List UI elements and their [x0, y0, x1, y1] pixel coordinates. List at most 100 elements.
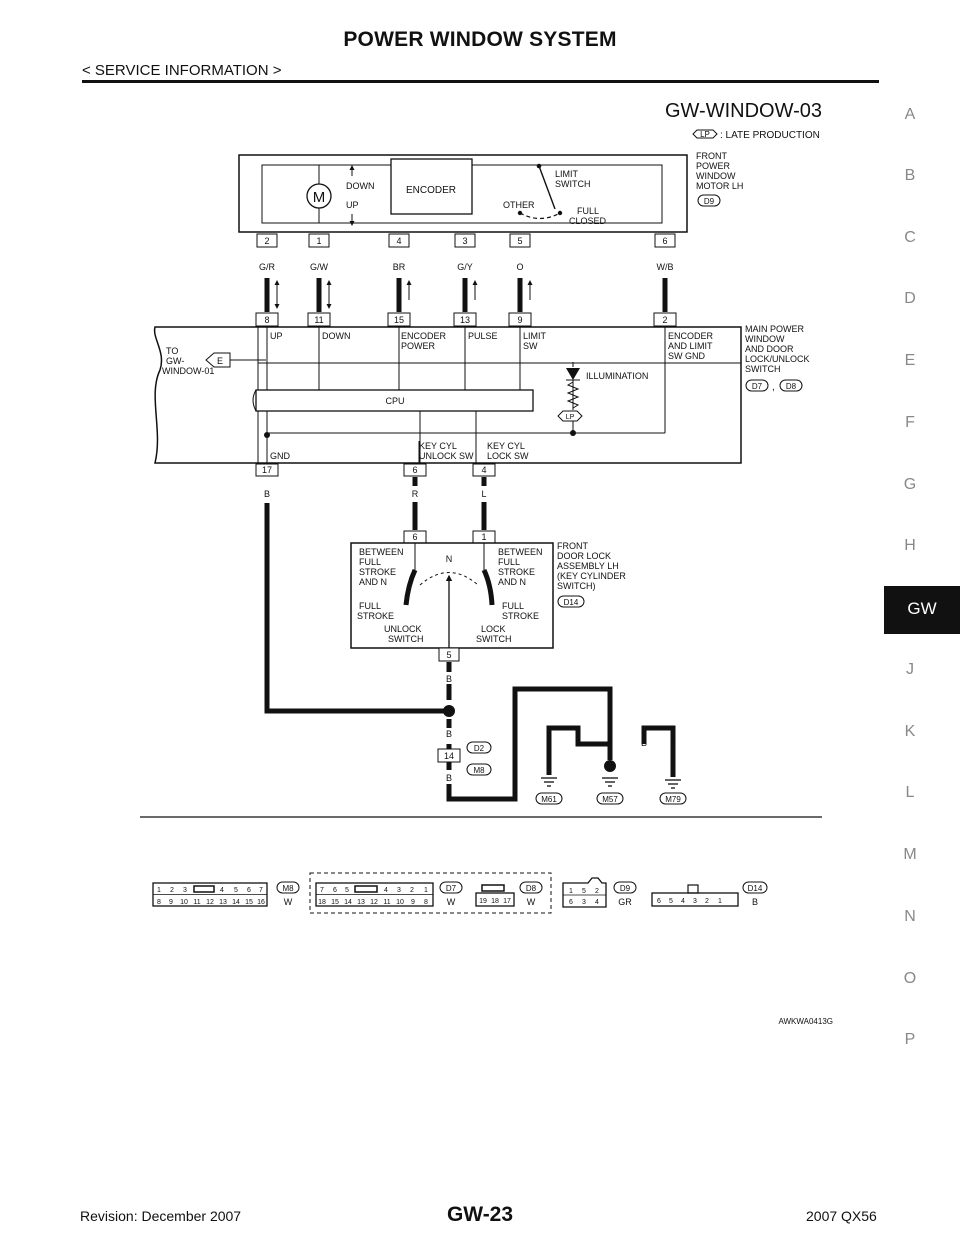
motor-title-3: WINDOW	[696, 171, 736, 181]
wire-color-r: R	[412, 489, 419, 499]
motor-symbol-label: M	[313, 189, 326, 206]
between-left-3: STROKE	[359, 567, 396, 577]
lp-legend-badge	[692, 129, 718, 139]
ground-wire-b-2: B	[446, 729, 452, 739]
connector-pin-d14: 4	[681, 898, 685, 905]
switch-title-1: MAIN POWER	[745, 324, 805, 334]
tab-n[interactable]: N	[904, 908, 916, 925]
connector-pin-d7: 18	[318, 899, 326, 906]
switch-pin: 15	[394, 315, 404, 325]
connector-pin-m8: 11	[193, 899, 200, 906]
tab-o[interactable]: O	[903, 970, 917, 987]
motor-pins: 2 1 4 3 5 6	[256, 233, 676, 248]
key-cyl-lock-1: KEY CYL	[487, 441, 525, 451]
ground-connector-badge-m8	[466, 763, 492, 776]
connector-pin-d7: 12	[370, 899, 378, 906]
connector-color-m8: W	[284, 897, 293, 907]
motor-up-label: UP	[346, 200, 359, 210]
tab-h[interactable]: H	[904, 537, 916, 554]
connector-pin-d9: 3	[582, 899, 586, 906]
term-down-label: DOWN	[322, 331, 351, 341]
lp-badge	[557, 410, 583, 422]
switch-pin: 8	[264, 315, 269, 325]
tab-e[interactable]: E	[904, 352, 916, 369]
ground-wire-b-4: B	[546, 738, 552, 748]
ground-wire-b-1: B	[446, 674, 452, 684]
lp-legend-code: LP	[700, 130, 710, 139]
resistor-icon	[566, 381, 580, 409]
tab-c[interactable]: C	[904, 229, 916, 246]
wire-color: O	[516, 262, 523, 272]
tab-m[interactable]: M	[903, 846, 917, 863]
connector-face-d8: D8 W	[475, 881, 543, 907]
connection-arrow-e	[205, 352, 231, 368]
page-title: POWER WINDOW SYSTEM	[343, 28, 617, 51]
full-stroke-left-1: FULL	[359, 601, 381, 611]
door-lock-title-2: DOOR LOCK	[557, 551, 611, 561]
key-cyl-lock-2: LOCK SW	[487, 451, 529, 461]
cpu-box	[255, 389, 534, 412]
connector-color-d7: W	[447, 897, 456, 907]
connector-pin-d9: 1	[569, 888, 573, 895]
tab-l[interactable]: L	[905, 784, 915, 801]
tab-p[interactable]: P	[904, 1031, 916, 1048]
tab-k[interactable]: K	[904, 723, 916, 740]
connector-pin-m8: 2	[170, 887, 174, 894]
limit-switch-label-1: LIMIT	[555, 169, 579, 179]
door-lock-connector-id: D14	[564, 598, 579, 607]
footer-revision: Revision: December 2007	[80, 1208, 242, 1224]
connector-pin-d7: 8	[424, 899, 428, 906]
main-power-window-switch: CPU LP ILLUMINATION UP DOWN ENCODER POWE…	[153, 324, 810, 464]
tab-d[interactable]: D	[904, 290, 916, 307]
tab-g[interactable]: G	[903, 476, 917, 493]
between-left-1: BETWEEN	[359, 547, 404, 557]
motor-pin: 3	[462, 236, 467, 246]
header-rule	[82, 80, 879, 83]
unlock-switch-1: UNLOCK	[384, 624, 422, 634]
ground-circuit: B B 14 D2 M8 B B B B B B M61 M5	[437, 674, 687, 805]
motor-title-1: FRONT	[696, 151, 727, 161]
motor-title-4: MOTOR LH	[696, 181, 743, 191]
tab-j[interactable]: J	[906, 661, 914, 678]
switch-bottom-pin: 4	[481, 465, 486, 475]
ground-m79: M79	[665, 795, 681, 804]
connector-pin-m8: 4	[220, 887, 224, 894]
connector-pin-m8: 10	[180, 899, 188, 906]
wire-color: W/B	[657, 262, 674, 272]
door-lock-pin: 1	[481, 532, 486, 542]
wire-color: G/W	[310, 262, 329, 272]
term-limit-sw-1: LIMIT	[523, 331, 547, 341]
ground-m61: M61	[541, 795, 557, 804]
connector-pin-m8: 13	[219, 899, 227, 906]
term-up-label: UP	[270, 331, 283, 341]
connector-pin-d7: 13	[357, 899, 365, 906]
figure-code: AWKWA0413G	[778, 1017, 833, 1026]
connector-pin-d7: 11	[383, 899, 390, 906]
tab-f[interactable]: F	[905, 414, 915, 431]
tab-b[interactable]: B	[904, 167, 916, 184]
connector-pin-m8: 12	[206, 899, 214, 906]
switch-connector-d7: D7	[752, 382, 763, 391]
connector-pin-d9: 2	[595, 888, 599, 895]
ground-m57: M57	[602, 795, 618, 804]
connector-id-d8: D8	[526, 884, 537, 893]
tab-gw-active[interactable]	[884, 586, 960, 634]
between-left-2: FULL	[359, 557, 381, 567]
ground-wire-b-7: B	[641, 738, 647, 748]
ground-badge-m61	[535, 792, 563, 805]
ground-wire-b-8: B	[670, 736, 676, 746]
ground-badge-m79	[659, 792, 687, 805]
main-switch-pins: 8 11 15 13 9 2	[255, 312, 677, 327]
connector-color-d14: B	[752, 897, 758, 907]
tab-a[interactable]: A	[904, 106, 916, 123]
connector-pin-d14: 5	[669, 898, 673, 905]
page-subtitle: < SERVICE INFORMATION >	[82, 62, 282, 79]
cpu-label: CPU	[385, 396, 404, 406]
to-label-3: WINDOW-01	[162, 366, 214, 376]
connector-pin-m8: 16	[257, 899, 265, 906]
motor-pin: 2	[264, 236, 269, 246]
door-lock-pin: 6	[412, 532, 417, 542]
